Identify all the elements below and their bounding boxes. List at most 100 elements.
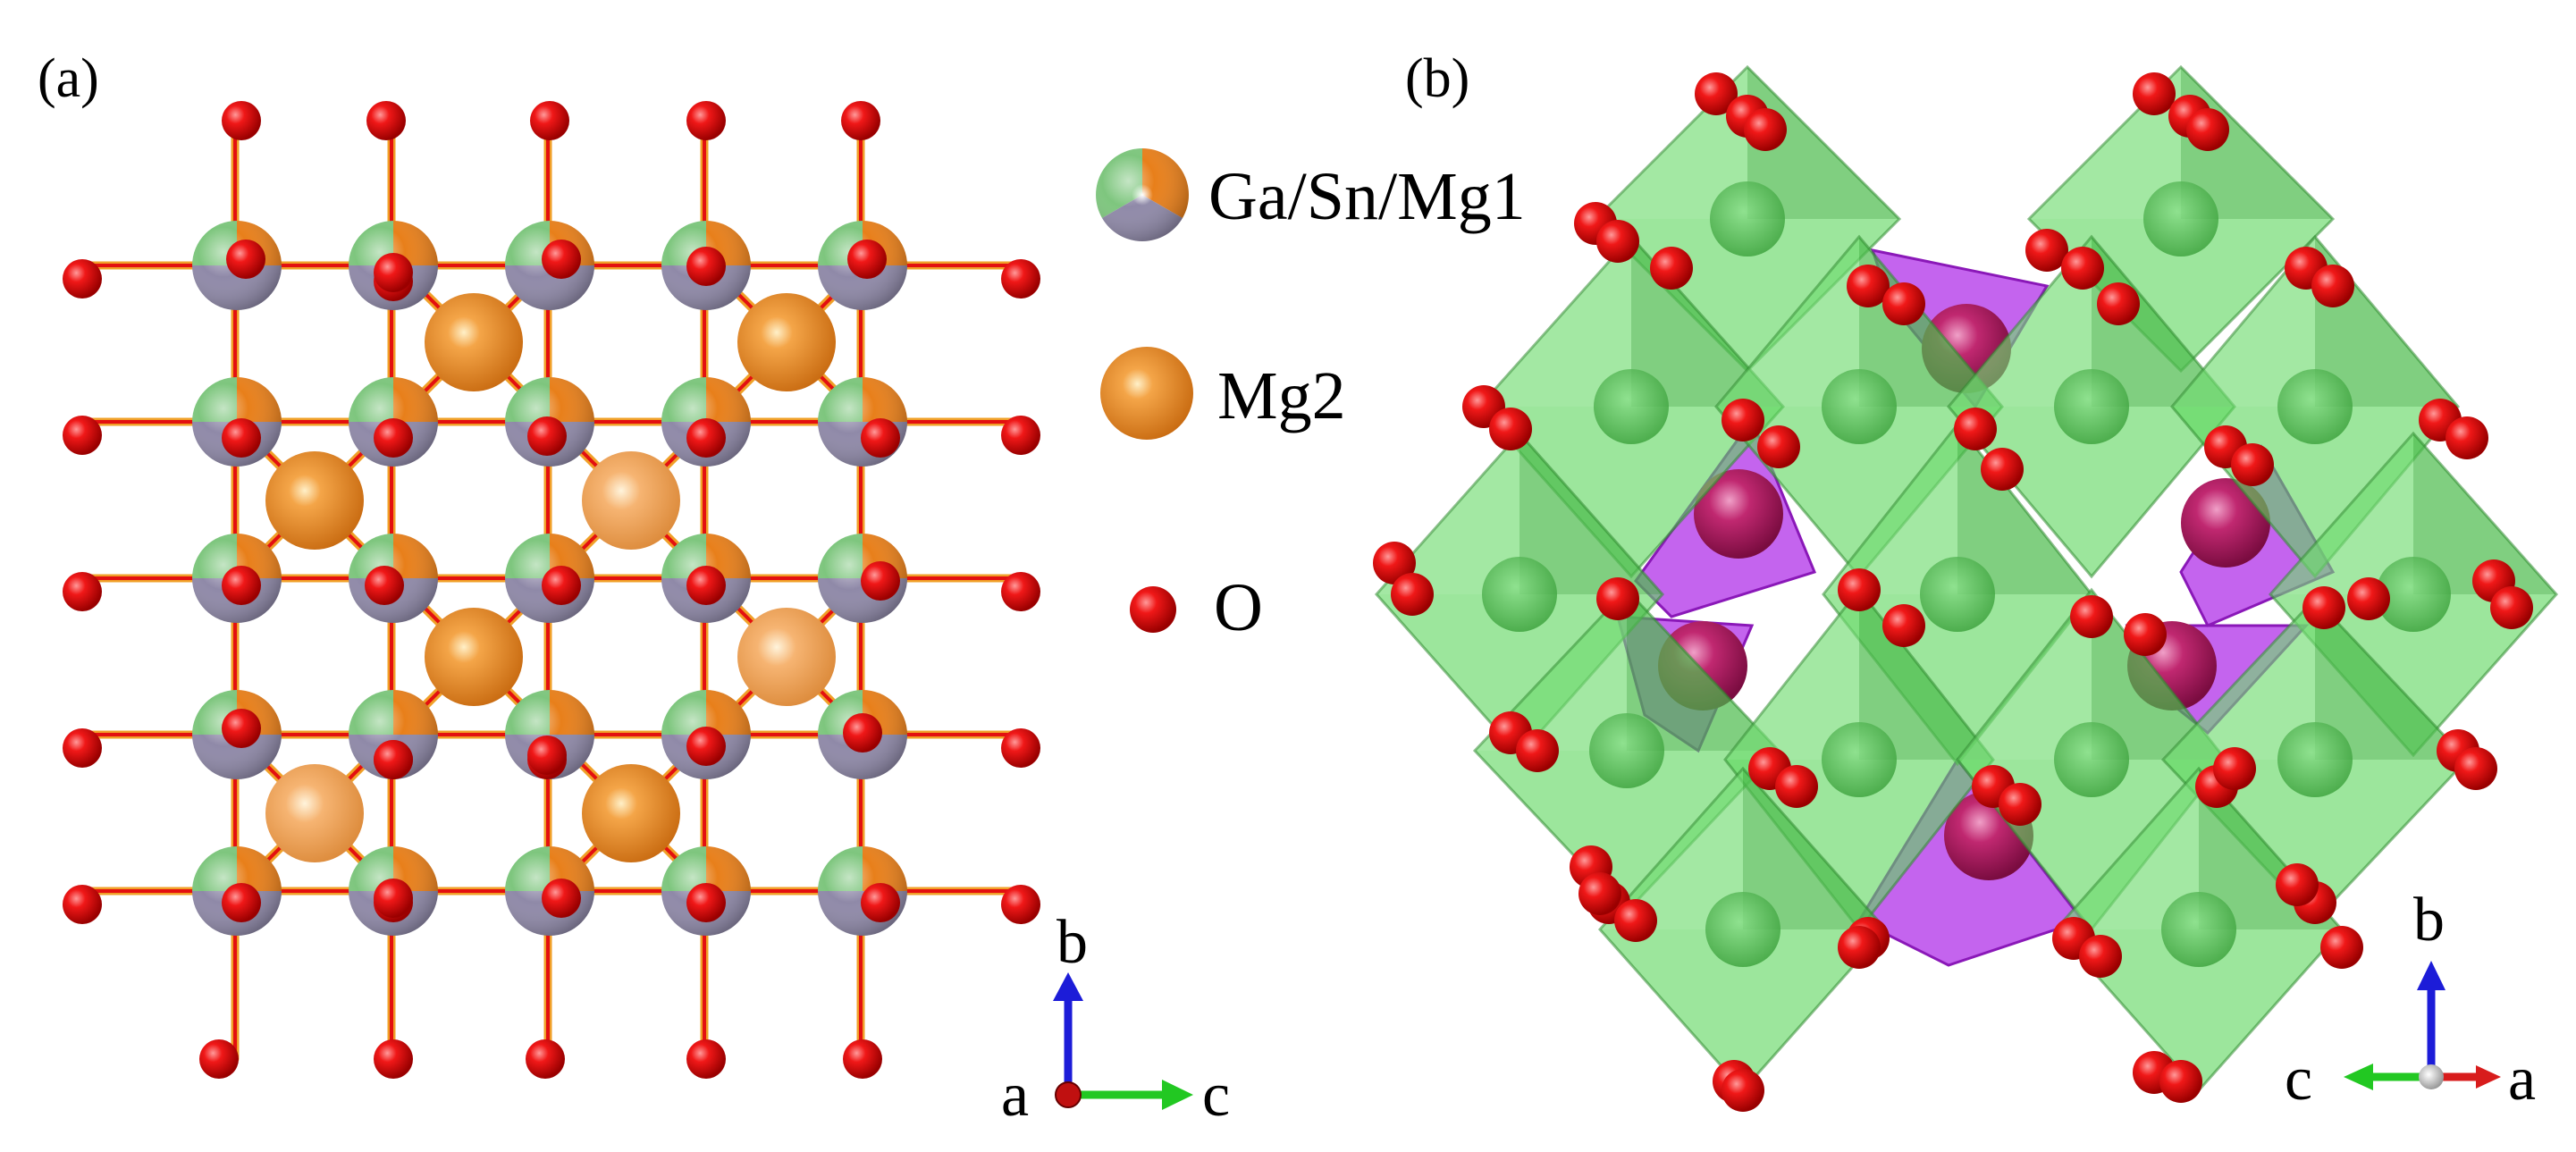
atom-ga-sn-mg1 [818, 377, 907, 467]
panel-a-axis-triad: b c a [1001, 908, 1230, 1130]
atom-ga-sn-mg1 [2376, 557, 2451, 632]
octahedron-face [1600, 769, 1743, 929]
atom-o [1757, 425, 1800, 468]
axis-origin-dot-icon [2419, 1064, 2444, 1089]
atom-o [2302, 586, 2345, 629]
atom-o [1489, 408, 1532, 450]
atom-o [1695, 72, 1738, 115]
octahedron-face [1957, 590, 2092, 760]
atom-mg2 [425, 608, 523, 706]
atom-o [222, 566, 261, 605]
axis-c-arrowhead-icon [2344, 1064, 2373, 1090]
atom-o [63, 572, 102, 611]
atom-mg2 [265, 451, 364, 550]
panel-b-axis-triad: b c a [2285, 886, 2536, 1114]
axis-b-label: b [2413, 886, 2445, 954]
atom-o [63, 728, 102, 768]
octahedron-face [2092, 237, 2235, 407]
atom-o [542, 566, 581, 605]
atom-ga-sn-mg1 [2161, 892, 2236, 967]
octahedron-face [2270, 433, 2413, 594]
panel-b-oxygen-atoms [1373, 72, 2533, 1112]
atom-o [374, 879, 413, 918]
legend-item-ga-sn-mg1: Ga/Sn/Mg1 [1096, 148, 1526, 241]
atom-o [542, 879, 581, 918]
atom-o [226, 240, 265, 279]
atom-o [2124, 613, 2167, 656]
atom-o [374, 1039, 413, 1079]
atom-ga-sn-mg1 [1589, 713, 1664, 788]
atom-ga-sn-mg1 [2277, 722, 2353, 797]
octahedron-face [1725, 590, 1859, 760]
atom-o [1001, 259, 1040, 299]
atom-ga-sn-mg1 [1482, 557, 1557, 632]
legend-label-o: O [1214, 570, 1263, 645]
atom-o [1838, 568, 1881, 611]
atom-o [63, 259, 102, 299]
legend-label-mg2: Mg2 [1217, 358, 1346, 433]
octahedron-face [1743, 769, 1886, 929]
octahedron-face [2413, 433, 2556, 594]
panel-a-structure [63, 101, 1040, 1079]
atom-o [1744, 108, 1787, 151]
atom-o [526, 1039, 565, 1079]
axis-a-label: a [1001, 1061, 1029, 1130]
legend-item-o: O [1130, 570, 1263, 645]
atom-o [365, 566, 404, 605]
atom-ga-sn-mg1 [1822, 369, 1897, 444]
atom-o [222, 418, 261, 458]
atom-o [527, 736, 567, 775]
atom-ga-sn-mg1 [192, 221, 282, 310]
shade [505, 690, 594, 779]
atom-o [861, 418, 900, 458]
octahedron-face [2181, 67, 2333, 219]
atom-ga-sn-mg1 [2277, 369, 2353, 444]
atom-o [1001, 572, 1040, 611]
atom-o [2213, 747, 2256, 790]
atom-o [1954, 408, 1997, 450]
atom-ga-sn-mg1 [505, 690, 594, 779]
atom-mg2 [265, 764, 364, 862]
axis-c-label: c [2285, 1045, 2312, 1114]
atom-ga-sn-mg1 [2143, 181, 2218, 256]
atom-ga-sn-mg1 [1710, 181, 1785, 256]
shade [349, 690, 438, 779]
atom-o [1391, 573, 1434, 616]
atom-ga-sn-mg1-icon [1096, 148, 1189, 241]
atom-ga-sn-mg1 [1705, 892, 1780, 967]
atom-o [2320, 926, 2363, 969]
atom-o [222, 883, 261, 922]
atom-o [1373, 542, 1416, 584]
atom-o [199, 1039, 239, 1079]
atom-mg2 [1694, 469, 1783, 559]
atom-o [1650, 247, 1693, 290]
atom-o [847, 240, 887, 279]
atom-mg2 [425, 293, 523, 391]
axis-b-arrowhead-icon [1053, 972, 1083, 1001]
octahedron-face [1747, 67, 1899, 219]
atom-mg2-icon [1100, 347, 1193, 440]
atom-o [1001, 416, 1040, 455]
octahedron-face [1479, 237, 1631, 407]
atom-mg2 [737, 293, 836, 391]
octahedron-face [2315, 599, 2467, 760]
octahedron-face [1520, 433, 1663, 594]
atom-o [2070, 595, 2113, 638]
atom-o [2186, 108, 2229, 151]
atom-o [2446, 416, 2488, 459]
atom-ga-sn-mg1 [2054, 369, 2129, 444]
axis-c-arrowhead-icon [1162, 1080, 1193, 1110]
atom-ga-sn-mg1 [1920, 557, 1995, 632]
atom-o [2079, 935, 2122, 978]
atom-o-icon [1130, 586, 1176, 633]
atom-o [1578, 872, 1621, 915]
atom-o [686, 727, 726, 766]
atom-o [2490, 586, 2533, 629]
axis-a-dot-icon [1055, 1081, 1082, 1108]
legend-item-mg2: Mg2 [1100, 347, 1346, 440]
atom-o [1596, 577, 1639, 620]
atom-o [2454, 747, 2497, 790]
atom-o [1838, 926, 1881, 969]
atom-o [1001, 728, 1040, 768]
